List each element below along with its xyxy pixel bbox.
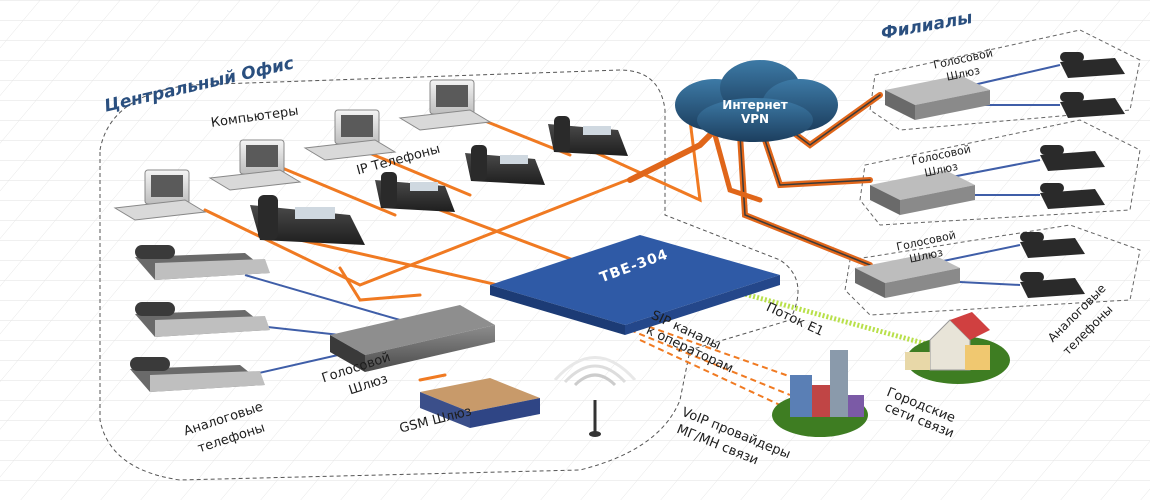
branch-phones	[1020, 52, 1125, 298]
branch-zone-2	[859, 119, 1141, 226]
branch-gateway-1	[885, 75, 990, 120]
analog-phone-3	[130, 357, 265, 392]
city-networks-building-icon	[905, 312, 1010, 384]
ip-phone-large	[250, 195, 365, 245]
antenna-icon	[553, 356, 637, 437]
central-office-zone	[99, 69, 799, 481]
e1-link	[729, 287, 931, 348]
analog-phone-2	[135, 302, 270, 337]
computer-1	[113, 169, 207, 221]
branch-gateway-2	[870, 170, 975, 215]
ip-phone-3	[548, 116, 628, 156]
computer-2	[208, 139, 302, 191]
internet-label: Интернет	[722, 98, 788, 112]
ip-phone-1	[375, 172, 455, 212]
computer-4	[398, 79, 492, 131]
voip-providers-city-icon	[772, 350, 868, 437]
computer-3	[303, 109, 397, 161]
gsm-gateway	[420, 378, 540, 428]
tbe-304-device	[490, 235, 780, 335]
vpn-label: VPN	[740, 112, 770, 126]
voice-gateway-central	[330, 305, 495, 372]
ip-phone-2	[465, 145, 545, 185]
sip-links	[629, 319, 801, 406]
branch-gateway-3	[855, 253, 960, 298]
internet-cloud	[675, 60, 838, 142]
analog-phone-1	[135, 245, 270, 280]
